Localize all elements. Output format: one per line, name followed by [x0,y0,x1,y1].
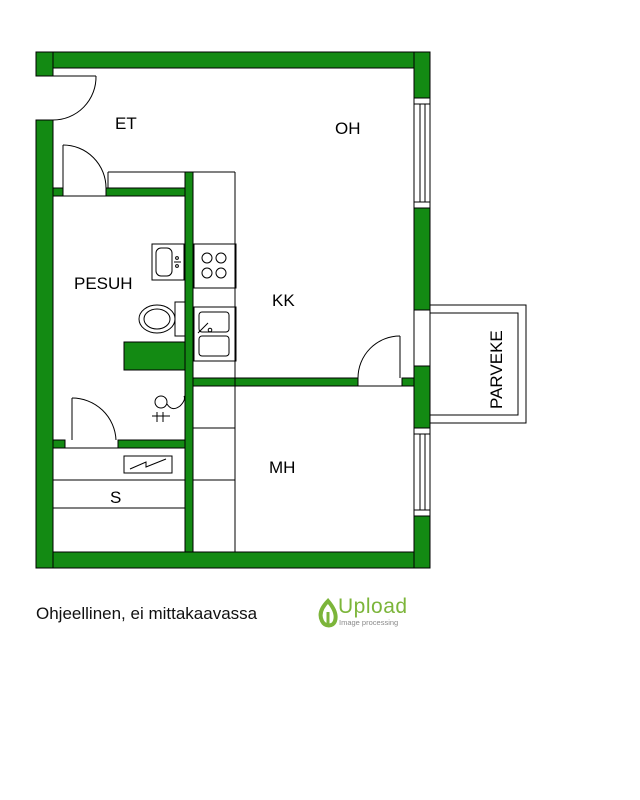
doors [36,75,473,449]
label-s: S [110,488,121,507]
disclaimer-caption: Ohjeellinen, ei mittakaavassa [36,604,258,623]
kitchen-counters [107,171,236,552]
stove [193,243,237,289]
label-oh: OH [335,119,361,138]
outer-walls [35,51,431,569]
shower [152,395,185,422]
kitchen-sink [193,306,237,362]
toilet [138,301,186,337]
logo-tagline: Image processing [339,618,399,627]
label-et: ET [115,114,137,133]
door-sauna [65,397,118,449]
label-kk: KK [272,291,295,310]
interior-walls [52,171,415,553]
label-parveke: PARVEKE [487,330,506,409]
door-pesuh [62,144,107,197]
balcony [429,304,527,424]
window-mh [413,427,431,517]
logo-word: Upload [338,595,408,618]
door-entrance [36,75,97,121]
door-mh [357,335,402,387]
windows [413,97,431,517]
label-pesuh: PESUH [74,274,133,293]
label-mh: MH [269,458,295,477]
leaf-icon [318,598,338,628]
upload-logo: Upload Image processing [316,595,416,632]
window-oh [413,97,431,209]
bathroom-sink [151,243,185,281]
room-labels: ET OH PESUH KK MH S PARVEKE [74,114,506,507]
sauna-equipment [53,455,185,509]
